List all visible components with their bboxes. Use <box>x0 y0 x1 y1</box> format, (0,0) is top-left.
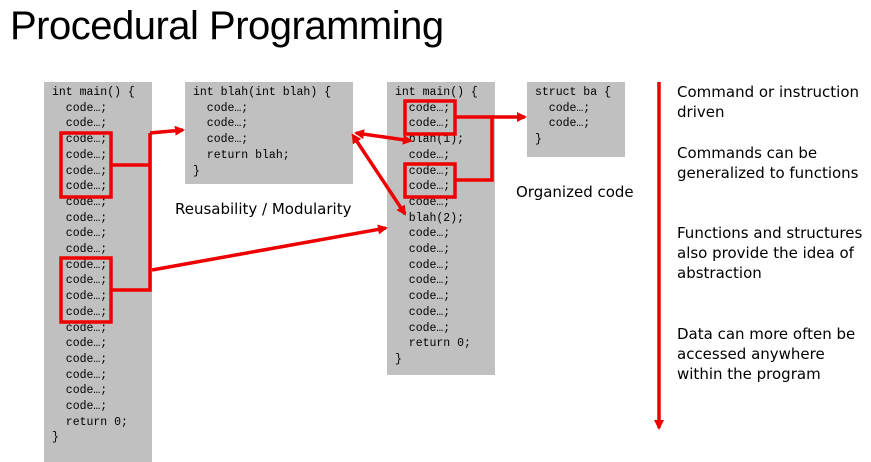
main-left-code-line: code…; <box>52 195 108 209</box>
main-left-code-line: code…; <box>52 337 108 351</box>
left-bracket-connector <box>111 133 152 292</box>
main-left-code-line: code…; <box>52 352 108 366</box>
main-right-code-line: code…; <box>395 243 451 256</box>
main-right-code-line: blah(1); <box>395 133 465 147</box>
struct-ba-code-line: struct ba { <box>535 86 611 99</box>
organized-code-label: Organized code <box>516 183 634 201</box>
note-generalized-functions: Commands can be generalized to functions <box>677 144 859 182</box>
arrow-to-blah-function <box>149 125 185 136</box>
main-right-code-line: code…; <box>395 180 451 194</box>
main-right-code-line: code…; <box>395 195 451 209</box>
main-left-code-line: code…; <box>52 180 108 194</box>
main-right-code-line: code…; <box>395 321 451 335</box>
arrow-to-right-main <box>151 224 388 272</box>
main-left-code-line: code…; <box>52 164 108 178</box>
main-left-code-line: code…; <box>52 400 108 413</box>
main-right-code-line: int main() { <box>395 86 478 99</box>
note-command-driven: Command or instruction driven <box>677 83 859 121</box>
blah-func-code-line: code…; <box>193 117 249 131</box>
slide-title: Procedural Programming <box>10 4 444 48</box>
main-right-code-line: code…; <box>395 117 451 131</box>
main-right-code-line: code…; <box>395 164 451 178</box>
main-left-code-line: code…; <box>52 243 108 256</box>
note-data-access: Data can more often be accessed anywhere… <box>677 325 856 383</box>
main-right-code-line: blah(2); <box>395 211 465 225</box>
main-right-code-line: code…; <box>395 258 451 272</box>
main-right-code-line: code…; <box>395 305 451 319</box>
main-left-code-line: code…; <box>52 321 108 335</box>
blah-func-code-line: code…; <box>193 101 249 115</box>
highlight-right-group-1 <box>403 99 457 136</box>
struct-ba-code-line: } <box>535 133 542 147</box>
main-right-code-line: } <box>395 352 402 366</box>
main-right-code-line: code…; <box>395 227 451 241</box>
main-left-code-line: code…; <box>52 117 108 131</box>
main-left-code-line: code…; <box>52 290 108 304</box>
main-left-code-line: return 0; <box>52 415 128 429</box>
main-left-code-line: code…; <box>52 148 108 162</box>
double-arrow-blah-call-1 <box>354 129 413 145</box>
main-left-code-line: } <box>52 431 59 445</box>
struct-ba-code-line: code…; <box>535 101 591 115</box>
right-bracket-connector <box>455 115 494 182</box>
main-left-code-line: code…; <box>52 305 108 319</box>
struct-ba-block: struct ba { code…; code…;} <box>527 82 625 157</box>
blah-func-code-line: int blah(int blah) { <box>193 86 332 99</box>
main-left-code-line: int main() { <box>52 86 135 99</box>
blah-func-code-line: code…; <box>193 133 249 147</box>
main-right-code-line: code…; <box>395 101 451 115</box>
highlight-left-group-1 <box>59 131 113 199</box>
blah-func-code-line: return blah; <box>193 148 290 162</box>
main-left-code-line: code…; <box>52 101 108 115</box>
main-left-code-line: code…; <box>52 274 108 288</box>
main-left-code-line: code…; <box>52 133 108 147</box>
reusability-label: Reusability / Modularity <box>175 200 352 218</box>
main-left-code-line: code…; <box>52 384 108 398</box>
highlight-right-group-2 <box>403 162 457 199</box>
main-right-code-line: code…; <box>395 274 451 288</box>
blah-function-block: int blah(int blah) { code…; code…; code…… <box>185 82 353 184</box>
main-right-code-line: return 0; <box>395 337 471 351</box>
blah-func-code-line: } <box>193 164 200 178</box>
main-left-code-line: code…; <box>52 258 108 272</box>
highlight-left-group-2 <box>59 256 113 324</box>
struct-ba-code-line: code…; <box>535 117 591 131</box>
main-left-code-line: code…; <box>52 368 108 382</box>
double-arrow-blah-call-2 <box>351 133 407 216</box>
main-left-code-line: code…; <box>52 211 108 225</box>
main-right-code-line: code…; <box>395 148 451 162</box>
main-left-code-line: code…; <box>52 227 108 241</box>
main-right-code-line: code…; <box>395 290 451 304</box>
note-abstraction: Functions and structures also provide th… <box>677 224 863 282</box>
